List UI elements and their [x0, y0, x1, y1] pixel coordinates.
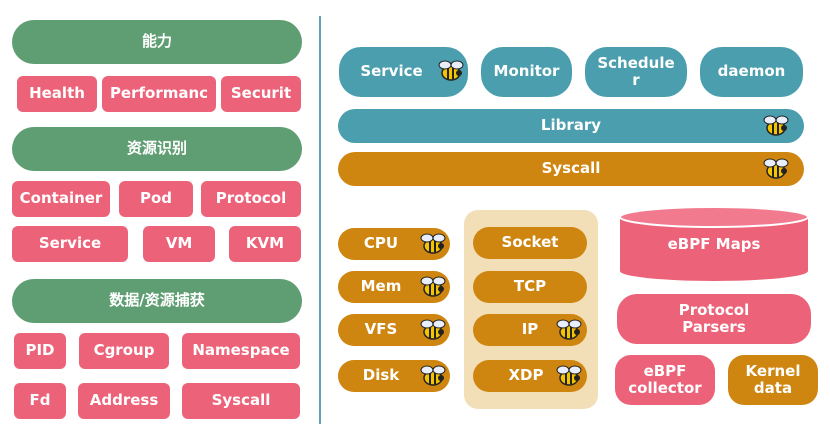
bee-icon [556, 365, 582, 386]
bee-icon [420, 319, 446, 340]
ebpf-collector: eBPF collector [615, 355, 715, 405]
resource-kvm: KVM [229, 226, 301, 262]
resource-container: Container [12, 181, 110, 217]
capture-cgroup: Cgroup [79, 333, 169, 369]
bee-icon [438, 60, 464, 81]
capability-security: Securit [221, 76, 301, 112]
syscall-bar: Syscall [338, 152, 804, 186]
capture-address: Address [78, 383, 170, 419]
library-bar: Library [338, 109, 804, 143]
net-ip-label: IP [521, 320, 539, 339]
capability-health: Health [17, 76, 97, 112]
top-monitor: Monitor [481, 47, 572, 97]
bee-icon [763, 115, 789, 136]
resource-service: Service [12, 226, 128, 262]
protocol-parsers: Protocol Parsers [617, 294, 811, 344]
bee-icon [420, 276, 446, 297]
kernel-data: Kernel data [728, 355, 818, 405]
top-daemon: daemon [700, 47, 803, 97]
capture-pid: PID [14, 333, 66, 369]
net-xdp-label: XDP [508, 366, 544, 385]
top-scheduler: Schedule r [585, 47, 687, 97]
resource-vfs-label: VFS [364, 320, 398, 339]
resources-header: 资源识别 [12, 127, 302, 171]
bee-icon [556, 319, 582, 340]
capture-fd: Fd [14, 383, 66, 419]
bee-icon [763, 158, 789, 179]
capability-header: 能力 [12, 20, 302, 64]
resource-cpu: CPU [338, 228, 450, 260]
net-socket: Socket [473, 227, 587, 259]
ebpf-maps-cylinder [619, 206, 809, 281]
capture-header: 数据/资源捕获 [12, 279, 302, 323]
top-service-label: Service [360, 62, 423, 81]
capture-syscall: Syscall [182, 383, 300, 419]
capability-performance: Performanc [102, 76, 216, 112]
capture-namespace: Namespace [182, 333, 300, 369]
net-tcp: TCP [473, 271, 587, 303]
column-divider [319, 16, 321, 424]
resource-protocol: Protocol [201, 181, 301, 217]
ebpf-maps-label: eBPF Maps [667, 235, 761, 254]
resource-vm: VM [143, 226, 215, 262]
resource-pod: Pod [119, 181, 193, 217]
resource-disk-label: Disk [362, 366, 400, 385]
resource-mem-label: Mem [360, 277, 402, 296]
resource-cpu-label: CPU [363, 234, 399, 253]
bee-icon [420, 365, 446, 386]
bee-icon [420, 233, 446, 254]
